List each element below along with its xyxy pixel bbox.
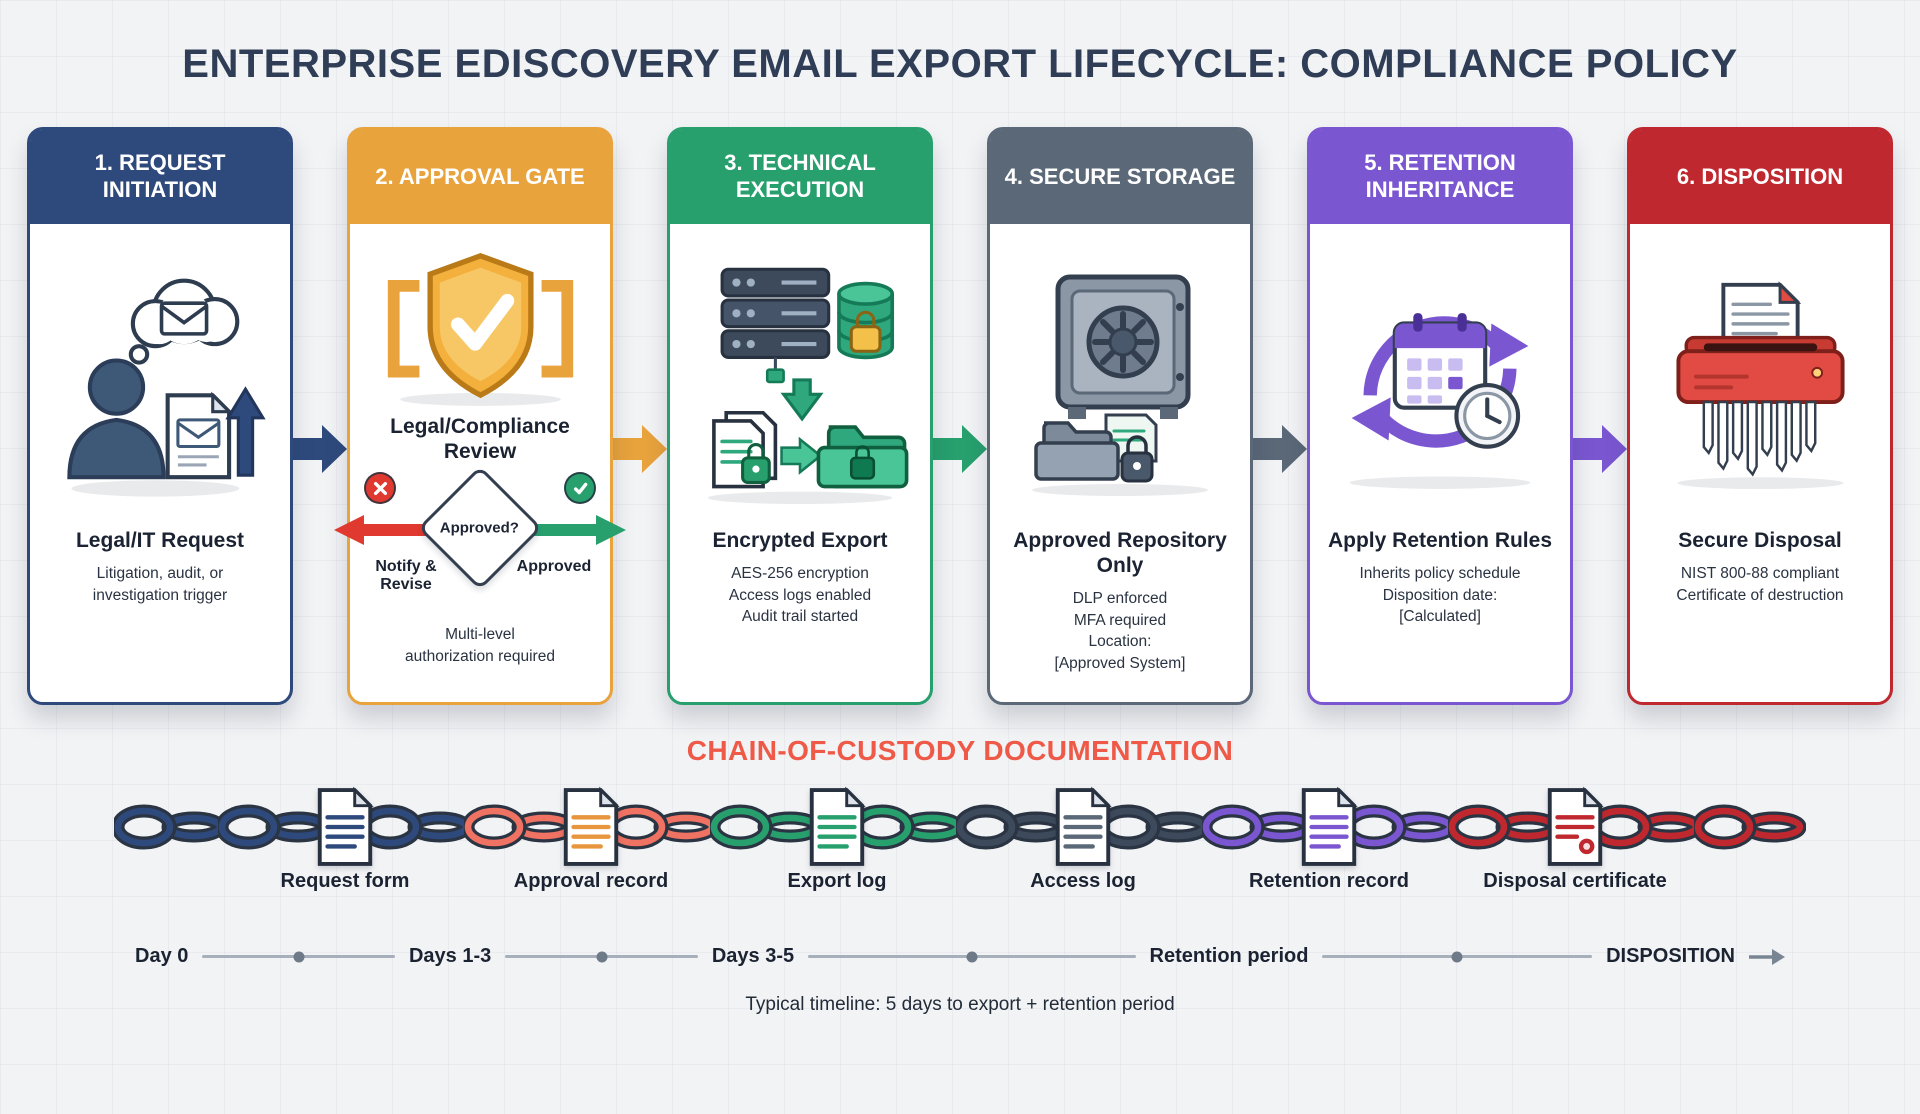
- chain-of-custody-title: CHAIN-OF-CUSTODY DOCUMENTATION: [686, 735, 1234, 766]
- reject-label: Notify & Revise: [375, 558, 437, 594]
- shredder-icon: [1653, 236, 1868, 528]
- stage-body: Legal/Compliance Review Approved? Notify…: [334, 224, 626, 702]
- server-encryption-icon: [687, 236, 913, 528]
- stage-card-technical-execution: 3. TECHNICAL EXECUTION: [667, 127, 933, 705]
- reject-arrow-icon: [334, 514, 446, 551]
- chain-links: [1587, 795, 1807, 859]
- stage-heading: Approved Repository Only: [1013, 529, 1227, 578]
- chain-document-retention-record: Retention record: [1249, 786, 1409, 892]
- timeline-label-disposition: DISPOSITION: [1606, 945, 1735, 967]
- timeline-segment: [808, 951, 1136, 962]
- timeline-label-retention-period: Retention period: [1149, 945, 1309, 967]
- stage-header: 6. DISPOSITION: [1630, 130, 1890, 224]
- stage-title: 1. REQUEST INITIATION: [94, 150, 226, 202]
- stage-header: 5. RETENTION INHERITANCE: [1310, 130, 1570, 224]
- stage-title: 6. DISPOSITION: [1676, 163, 1844, 189]
- stage-title: 4. SECURE STORAGE: [1004, 163, 1236, 189]
- stage-heading: Apply Retention Rules: [1327, 529, 1553, 552]
- flow-arrow-icon: [293, 421, 347, 477]
- approve-arrow-icon: [514, 514, 626, 551]
- stage-header: 1. REQUEST INITIATION: [30, 130, 290, 224]
- chain-links: [1095, 795, 1315, 859]
- chain-link-icon: [111, 795, 227, 859]
- stage-title: 3. TECHNICAL EXECUTION: [724, 150, 876, 202]
- timeline: Day 0 Days 1-3 Days 3-5 Retention period…: [135, 945, 1785, 968]
- stage-heading: Encrypted Export: [712, 529, 888, 552]
- chain-document-request-form: Request form: [281, 786, 409, 892]
- chain-links: [849, 795, 1069, 859]
- stage-card-approval-gate: 2. APPROVAL GATE Legal/Compliance Review: [334, 127, 626, 705]
- timeline-caption: Typical timeline: 5 days to export + ret…: [745, 994, 1175, 1015]
- chain-links: [111, 795, 331, 859]
- stage-body: Apply Retention Rules Inherits policy sc…: [1310, 224, 1570, 702]
- chain-document-export-log: Export log: [788, 786, 886, 892]
- reject-x-icon: [364, 472, 396, 505]
- timeline-dot: [1451, 951, 1463, 962]
- approval-decision: Approved? Notify & Revise Approved: [334, 466, 626, 612]
- person-request-icon: [53, 236, 268, 528]
- chain-links: [603, 795, 823, 859]
- chain-document-label: Approval record: [513, 870, 669, 892]
- chain-document-label: Access log: [1030, 870, 1136, 892]
- timeline-label-days-1-3: Days 1-3: [408, 945, 492, 967]
- timeline-dot: [966, 951, 978, 962]
- chain-document-label: Request form: [280, 870, 410, 892]
- stage-card-request-initiation: 1. REQUEST INITIATION: [27, 127, 293, 705]
- stage-card-disposition: 6. DISPOSITION: [1627, 127, 1893, 705]
- timeline-segment: [505, 951, 698, 962]
- stage-title: 5. RETENTION INHERITANCE: [1364, 150, 1516, 202]
- timeline-dot: [293, 951, 305, 962]
- page-title: ENTERPRISE EDISCOVERY EMAIL EXPORT LIFEC…: [182, 42, 1738, 86]
- calendar-cycle-icon: [1327, 236, 1553, 528]
- timeline-arrow-icon: [1748, 948, 1785, 965]
- stage-header: 3. TECHNICAL EXECUTION: [670, 130, 930, 224]
- stage-heading: Legal/IT Request: [75, 529, 245, 552]
- stage-heading: Legal/Compliance Review: [390, 415, 570, 464]
- timeline-segment: [1322, 951, 1593, 962]
- stage-heading: Secure Disposal: [1678, 529, 1842, 552]
- flow-arrow-icon: [613, 421, 667, 477]
- stage-card-secure-storage: 4. SECURE STORAGE: [987, 127, 1253, 705]
- vault-icon: [1010, 236, 1230, 528]
- flow-arrow-icon: [1253, 421, 1307, 477]
- chain-links: [1341, 795, 1561, 859]
- chain-document-disposal-certificate: Disposal certificate: [1483, 786, 1667, 892]
- chain-document-label: Disposal certificate: [1483, 870, 1667, 892]
- timeline-label-days-3-5: Days 3-5: [711, 945, 795, 967]
- stage-header: 4. SECURE STORAGE: [990, 130, 1250, 224]
- lifecycle-stages-row: 1. REQUEST INITIATION: [0, 127, 1920, 705]
- chain-document-access-log: Access log: [1030, 786, 1136, 892]
- stage-header: 2. APPROVAL GATE: [350, 130, 610, 224]
- timeline-segment: [202, 951, 395, 962]
- approve-label: Approved: [516, 558, 592, 576]
- stage-title: 2. APPROVAL GATE: [375, 163, 585, 189]
- flow-arrow-icon: [1573, 421, 1627, 477]
- chain-link-icon: [357, 795, 473, 859]
- chain-links: [357, 795, 577, 859]
- timeline-label-day0: Day 0: [135, 945, 189, 967]
- chain-document-label: Export log: [787, 870, 887, 892]
- approve-check-icon: [564, 472, 596, 505]
- chain-document-label: Retention record: [1248, 870, 1410, 892]
- shield-check-icon: [368, 236, 593, 414]
- flow-arrow-icon: [933, 421, 987, 477]
- chain-link-icon: [1691, 795, 1807, 859]
- chain-of-custody-chain: Request form Approval record Export log …: [0, 781, 1920, 892]
- chain-document-approval-record: Approval record: [514, 786, 668, 892]
- timeline-dot: [596, 951, 608, 962]
- stage-card-retention-inheritance: 5. RETENTION INHERITANCE: [1307, 127, 1573, 705]
